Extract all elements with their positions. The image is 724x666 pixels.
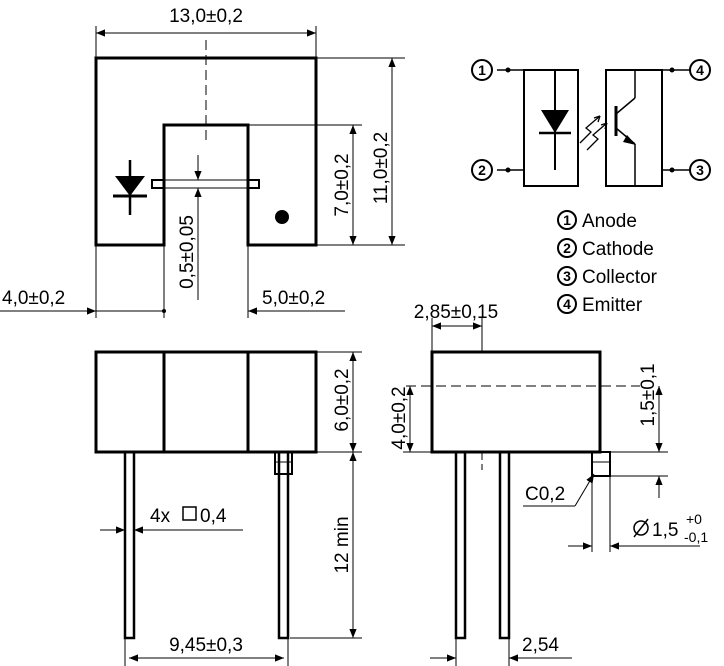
side-pin-stub — [591, 451, 611, 477]
schematic-emitter-box — [523, 69, 579, 187]
dim-body-height: 6,0±0,2 — [332, 368, 353, 431]
svg-text:4: 4 — [696, 62, 704, 78]
svg-text:2: 2 — [563, 240, 571, 256]
pin-3-marker: 3 — [689, 159, 711, 181]
legend-label: Cathode — [582, 239, 654, 260]
dim-lead-length: 12 min — [332, 516, 353, 573]
led-symbol-icon — [541, 110, 569, 133]
pin-1-marker: 1 — [471, 59, 493, 81]
dim-chamfer: C0,2 — [525, 484, 565, 505]
legend-label: Anode — [582, 211, 637, 232]
dim-offset-right: 5,0±0,2 — [262, 288, 325, 309]
dim-lead-pitch-front: 9,45±0,3 — [169, 635, 243, 656]
svg-text:3: 3 — [563, 268, 571, 284]
top-view: 13,0±0,2 11,0±0,2 7,0±0,2 0,5±0,05 4,0±0… — [0, 6, 405, 318]
dim-width-top: 13,0±0,2 — [169, 6, 243, 27]
dim-offset-left: 4,0±0,2 — [2, 288, 65, 309]
svg-text:4: 4 — [563, 296, 571, 312]
light-arrow-icon — [579, 115, 608, 151]
side-view: 2,85±0,15 4,0±0,2 1,5±0,1 C0,2 1,5 +0 -0… — [389, 302, 708, 666]
side-view-body — [430, 350, 602, 454]
dim-pin-diameter: 1,5 — [652, 520, 678, 541]
aperture-slit-left — [151, 179, 164, 189]
circuit-schematic: 1 2 4 3 — [471, 59, 711, 187]
side-lead-left — [454, 450, 467, 640]
legend-item: 1 Anode — [557, 210, 637, 232]
pin-4-marker: 4 — [689, 59, 711, 81]
legend-item: 3 Collector — [557, 266, 658, 288]
diode-marking-icon — [113, 160, 147, 215]
legend-item: 2 Cathode — [557, 238, 654, 260]
front-lead-collar — [274, 451, 293, 475]
phototransistor-symbol-icon — [614, 70, 636, 186]
orientation-dot-icon — [275, 210, 289, 224]
svg-text:1: 1 — [478, 62, 486, 78]
front-lead-left — [123, 450, 136, 640]
schematic-detector-box — [605, 69, 663, 187]
dim-side-height: 4,0±0,2 — [389, 386, 410, 449]
dim-lead-offset: 1,5±0,1 — [638, 363, 659, 426]
front-view: 6,0±0,2 12 min 4x 0,4 9,45±0,3 — [94, 350, 362, 666]
square-section-icon — [182, 506, 197, 521]
svg-text:2: 2 — [478, 162, 486, 178]
legend-item: 4 Emitter — [557, 294, 643, 316]
dim-pin-diameter-upper: +0 — [686, 511, 702, 527]
aperture-slit-right — [248, 179, 260, 189]
pin-2-marker: 2 — [471, 159, 493, 181]
legend-label: Collector — [582, 267, 658, 288]
front-lead-right — [277, 450, 290, 640]
dim-pin-pitch-side: 2,54 — [522, 635, 559, 656]
dim-pin-diameter-lower: -0,1 — [684, 529, 708, 545]
dim-height-total: 11,0±0,2 — [371, 132, 392, 204]
pin-legend: 1 Anode 2 Cathode 3 Collector 4 Emitter — [557, 210, 658, 316]
side-lead-right — [498, 450, 511, 640]
dim-aperture: 0,5±0,05 — [177, 215, 198, 289]
legend-label: Emitter — [582, 295, 643, 316]
dim-side-offset: 2,85±0,15 — [414, 302, 498, 323]
dim-lead-section-count: 4x — [150, 506, 171, 527]
dim-slot-depth: 7,0±0,2 — [332, 153, 353, 216]
diameter-symbol-icon — [633, 518, 649, 538]
dim-lead-section: 0,4 — [200, 506, 227, 527]
front-view-body — [94, 350, 318, 454]
svg-text:1: 1 — [563, 212, 571, 228]
svg-text:3: 3 — [696, 162, 704, 178]
